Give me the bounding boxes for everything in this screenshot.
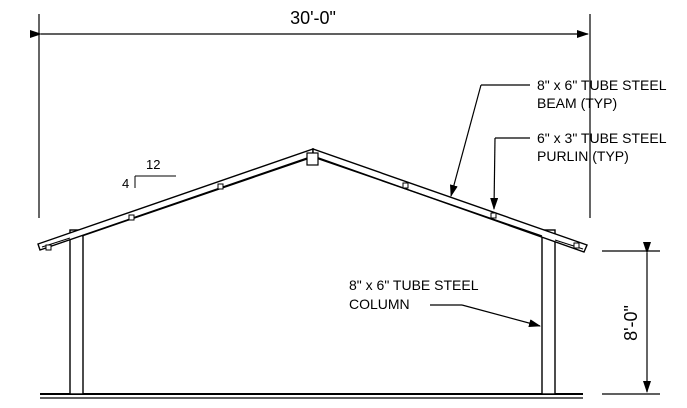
- purlin-note-line2: PURLIN (TYP): [537, 148, 629, 164]
- overall-width-label: 30'-0": [290, 8, 336, 28]
- purlin: [217, 183, 224, 190]
- purlin: [490, 212, 497, 219]
- column-callout: 8" x 6" TUBE STEEL COLUMN: [349, 277, 541, 328]
- roof-beam-left: [37, 148, 314, 251]
- purlin: [402, 182, 409, 189]
- purlin: [45, 244, 52, 251]
- right-column: [541, 229, 556, 395]
- purlin: [573, 242, 580, 249]
- ground-line: [40, 393, 583, 399]
- beam-note-line2: BEAM (TYP): [537, 95, 617, 111]
- beam-leader-arrow: [450, 84, 482, 197]
- left-column: [69, 229, 84, 395]
- eave-height-label: 8'-0": [621, 305, 641, 341]
- column-note-line2: COLUMN: [349, 296, 410, 312]
- beam-note-line1: 8" x 6" TUBE STEEL: [537, 77, 667, 93]
- purlin-callout: 6" x 3" TUBE STEEL PURLIN (TYP): [490, 130, 667, 210]
- slope-run-label: 12: [146, 157, 160, 172]
- purlins-right: [402, 182, 580, 249]
- purlin: [128, 214, 135, 221]
- roof-slope-indicator: 12 4: [122, 157, 176, 191]
- ridge-purlin: [306, 152, 319, 166]
- purlin-leader-arrow: [490, 137, 499, 210]
- column-leader-arrow: [461, 304, 541, 328]
- roof-beam-right: [312, 148, 588, 253]
- purlin-note-line1: 6" x 3" TUBE STEEL: [537, 130, 667, 146]
- column-note-line1: 8" x 6" TUBE STEEL: [349, 277, 479, 293]
- purlins-left: [45, 183, 224, 251]
- overall-width-dimension: 30'-0": [30, 8, 591, 218]
- eave-height-dimension: 8'-0": [602, 242, 660, 395]
- beam-callout: 8" x 6" TUBE STEEL BEAM (TYP): [450, 77, 667, 197]
- slope-rise-label: 4: [122, 176, 129, 191]
